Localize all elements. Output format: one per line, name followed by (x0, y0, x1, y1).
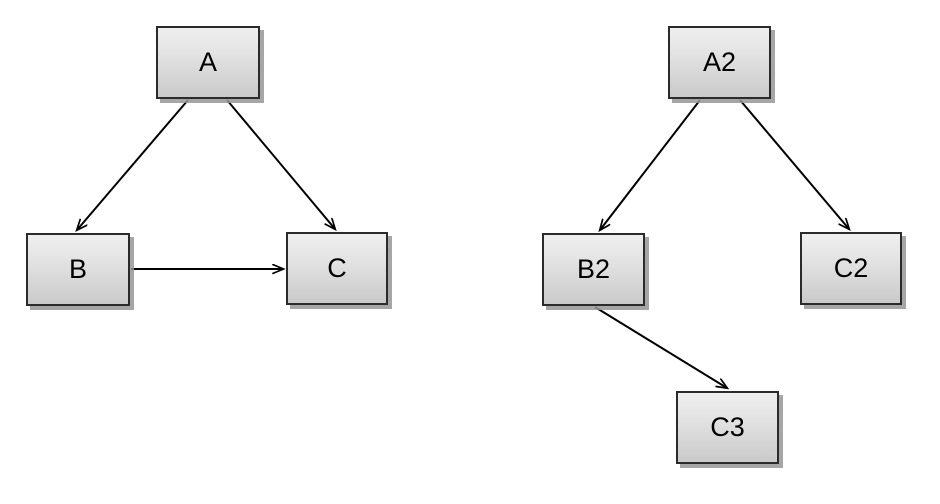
node-c2[interactable]: C2 (800, 232, 902, 305)
edges-group (77, 99, 849, 388)
edge-a-to-c (226, 99, 335, 229)
node-b[interactable]: B (26, 233, 130, 306)
node-label-a: A (198, 47, 217, 77)
node-c3[interactable]: C3 (676, 391, 779, 464)
node-label-a2: A2 (702, 47, 737, 77)
node-label-b2: B2 (576, 254, 611, 284)
node-a[interactable]: A (156, 26, 260, 99)
node-label-b: B (68, 254, 87, 284)
node-label-c2: C2 (833, 253, 869, 283)
edge-a2-to-c2 (739, 99, 849, 229)
edge-a-to-b (77, 99, 189, 230)
edge-a2-to-b2 (600, 99, 701, 230)
edge-b2-to-c3 (594, 306, 727, 388)
node-label-c: C (327, 253, 347, 283)
node-label-c3: C3 (710, 412, 745, 442)
node-c[interactable]: C (286, 232, 388, 305)
node-b2[interactable]: B2 (542, 233, 645, 306)
node-a2[interactable]: A2 (668, 26, 771, 99)
